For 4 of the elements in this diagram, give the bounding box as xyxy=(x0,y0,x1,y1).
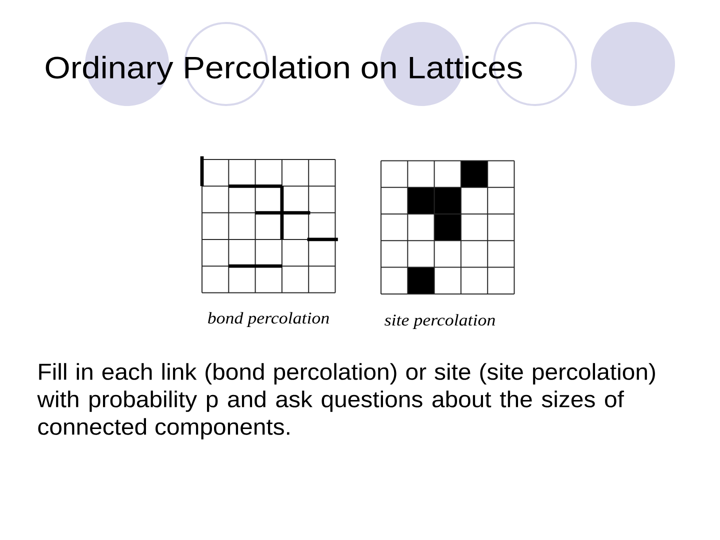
title: Ordinary Percolation on Lattices xyxy=(46,56,522,85)
body-text: Fill in each link (bond percolation) or site (site percolation) with probability p and ask questions about the sizes of connected components. xyxy=(37,363,655,440)
figure-caption: site percolation xyxy=(384,314,495,329)
figure-caption: bond percolation xyxy=(208,312,329,327)
